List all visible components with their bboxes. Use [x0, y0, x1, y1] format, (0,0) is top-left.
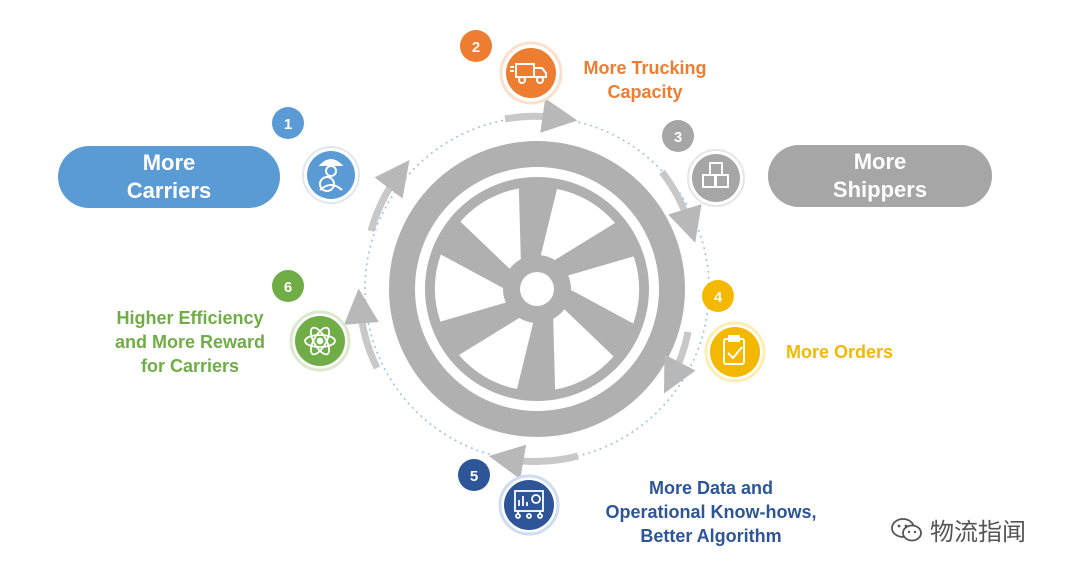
cycle-arrows: [343, 98, 702, 480]
number-text-6: 6: [284, 279, 292, 296]
more-carriers-line1: More: [142, 150, 196, 175]
more-carriers-line2: Carriers: [126, 178, 212, 203]
watermark: 物流指闻: [890, 512, 1026, 547]
number-text-3: 3: [674, 129, 682, 146]
number-text-1: 1: [284, 116, 292, 133]
driver-icon: [318, 159, 344, 192]
number-text-4: 4: [714, 289, 723, 306]
wheel-icon: [389, 141, 685, 437]
higher-efficiency-label: Higher Efficiency and More Reward for Ca…: [100, 306, 280, 378]
more-shippers-line1: More: [853, 149, 907, 174]
node-3: 3: [662, 120, 745, 207]
node-1: 1: [272, 107, 360, 204]
node-2: 2: [460, 30, 563, 105]
number-text-5: 5: [470, 468, 478, 485]
boxes-icon: [702, 162, 729, 188]
trucking-line2: Capacity: [607, 82, 683, 102]
node-6: 6: [272, 270, 351, 372]
clipboard-check-icon: [723, 335, 745, 365]
wechat-icon: [891, 517, 922, 541]
data-line3: Better Algorithm: [640, 526, 782, 546]
number-badge-4: [702, 280, 734, 312]
hub-hole: [520, 272, 554, 306]
arrow-6-to-1-lower: [343, 288, 381, 370]
more-shippers-pill: More Shippers: [768, 145, 992, 207]
trucking-line1: More Trucking: [583, 58, 707, 78]
number-badge-2: [460, 30, 492, 62]
trucking-capacity-label: More Trucking Capacity: [570, 56, 720, 104]
atom-icon: [304, 326, 336, 356]
truck-icon: [510, 63, 547, 84]
data-line2: Operational Know-hows,: [605, 502, 817, 522]
efficiency-line3: for Carriers: [140, 356, 240, 376]
number-badge-6: [272, 270, 304, 302]
orders-line1: More Orders: [786, 342, 894, 362]
watermark-text: 物流指闻: [930, 518, 1026, 546]
more-carriers-pill: More Carriers: [58, 146, 280, 208]
arrow-4-to-5: [663, 331, 696, 394]
arrow-3-to-4: [659, 169, 702, 243]
number-badge-5: [458, 459, 490, 491]
more-orders-label: More Orders: [786, 340, 946, 364]
data-line1: More Data and: [648, 478, 774, 498]
number-badge-3: [662, 120, 694, 152]
efficiency-line1: Higher Efficiency: [116, 308, 264, 328]
node-4: 4: [702, 280, 766, 383]
number-badge-1: [272, 107, 304, 139]
arrow-2-to-3: [504, 98, 578, 133]
number-text-2: 2: [472, 39, 480, 56]
spoke-holes: [434, 188, 640, 390]
node-5: 5: [458, 459, 560, 536]
data-network-icon: [514, 490, 544, 519]
efficiency-line2: and More Reward: [114, 332, 266, 352]
more-shippers-line2: Shippers: [832, 177, 928, 202]
arrow-6-to-1-upper: [367, 159, 410, 232]
more-data-label: More Data and Operational Know-hows, Bet…: [586, 476, 836, 548]
arrow-5-to-6: [488, 444, 579, 480]
